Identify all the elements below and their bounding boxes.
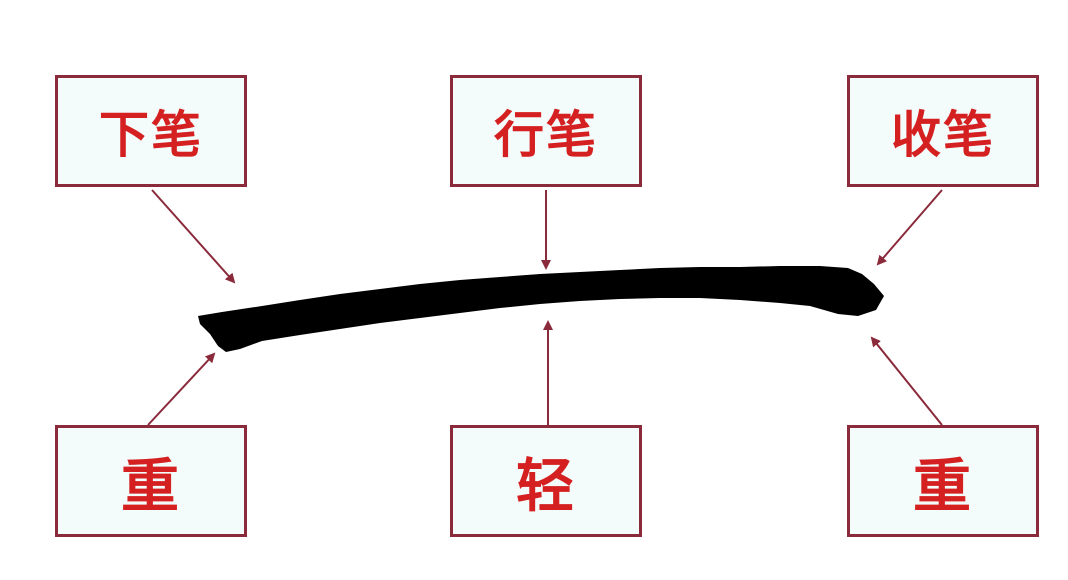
label-box-light-middle: 轻 [450,425,642,537]
label-box-heavy-start: 重 [55,425,247,537]
label-start-stroke-text: 下笔 [99,106,203,164]
label-middle-stroke-text: 行笔 [494,106,598,164]
label-box-middle-stroke: 行笔 [450,75,642,187]
label-box-heavy-end: 重 [847,425,1039,537]
label-light-middle-text: 轻 [515,452,576,520]
label-box-end-stroke: 收笔 [847,75,1039,187]
label-box-start-stroke: 下笔 [55,75,247,187]
arrow-xiabi-to-stroke [151,189,236,284]
label-heavy-end-text: 重 [912,452,973,520]
arrow-shoubi-to-stroke [876,189,943,266]
arrow-zhong-right-to-stroke [870,336,943,426]
label-heavy-start-text: 重 [120,452,181,520]
label-end-stroke-text: 收笔 [891,106,995,164]
arrow-zhong-left-to-stroke [147,352,216,426]
ink-brush-stroke [198,266,884,352]
